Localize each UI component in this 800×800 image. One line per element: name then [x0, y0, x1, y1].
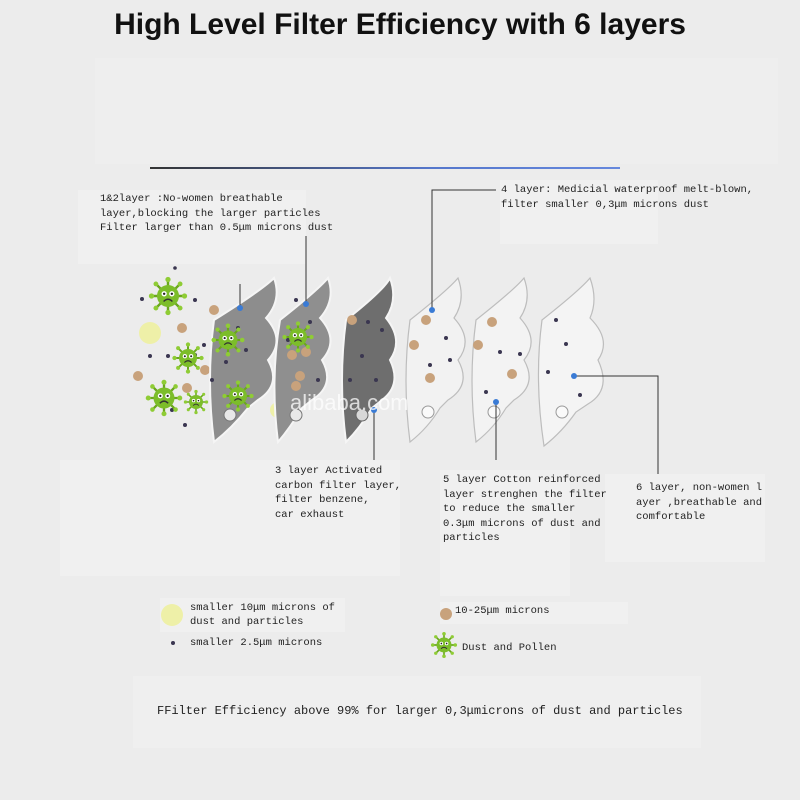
- legend-yellow-label: smaller 10μm microns of dust and particl…: [190, 602, 335, 628]
- legend-tan-label: 10-25μm microns: [455, 605, 550, 617]
- callout-lines: [239, 189, 659, 474]
- legend-symbols: [161, 604, 458, 659]
- particle-cloud: [133, 266, 286, 427]
- label-layer-6: 6 layer, non-women l ayer ,breathable an…: [636, 482, 763, 523]
- title-underline: [150, 167, 620, 169]
- label-layer-5: 5 layer Cotton reinforced layer strenghe…: [443, 474, 607, 544]
- page-title: High Level Filter Efficiency with 6 laye…: [114, 8, 686, 41]
- blue-markers: [237, 301, 577, 413]
- filter-layer-5: [471, 276, 532, 444]
- title-band: [95, 58, 778, 164]
- label-box-layer12: [78, 190, 306, 264]
- legend-tan-particle-icon: [440, 608, 452, 620]
- filter-layer-6: [537, 276, 605, 448]
- footer-box: [133, 676, 701, 748]
- filter-layer-4: [405, 276, 466, 444]
- legend-virus-label: Dust and Pollen: [462, 642, 557, 654]
- filter-layer-1: [209, 276, 278, 444]
- filter-layer-2: [273, 276, 332, 445]
- label-layer-1-2: 1&2layer :No-women breathable layer,bloc…: [100, 193, 334, 234]
- layer-particles: [210, 298, 582, 397]
- legend-dot-icon: [171, 641, 175, 645]
- label-layer-3: 3 layer Activated carbon filter layer, f…: [275, 465, 402, 521]
- legend-box-left: [160, 598, 345, 632]
- legend-dot-label: smaller 2.5μm microns: [190, 637, 323, 649]
- legend-virus-icon: [430, 631, 458, 659]
- label-layer-4: 4 layer: Medicial waterproof melt-blown,…: [501, 184, 754, 211]
- footer-text: FFilter Efficiency above 99% for larger …: [157, 704, 683, 718]
- label-box-layer4: [500, 180, 658, 244]
- label-box-layer5: [440, 470, 570, 596]
- label-box-layer6: [605, 474, 765, 562]
- watermark: alibaba.com: [290, 390, 409, 415]
- legend-box-right: [440, 602, 628, 624]
- legend-yellow-particle-icon: [161, 604, 183, 626]
- filter-layer-3: [341, 275, 397, 445]
- label-box-layer3: [60, 460, 400, 576]
